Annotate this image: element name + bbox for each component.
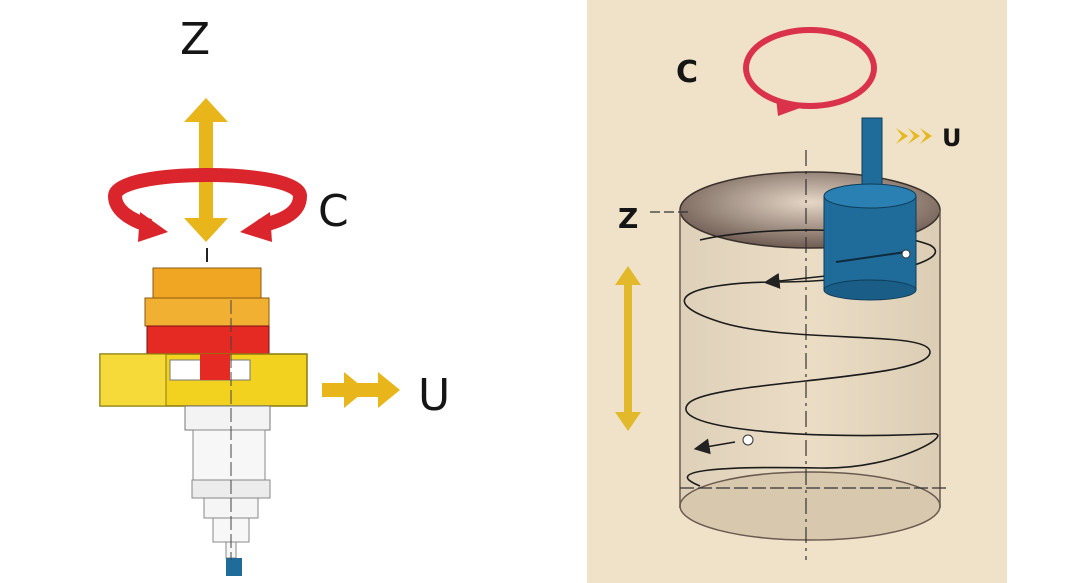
left-c-label: C [318, 186, 349, 237]
left-z-label: Z [180, 14, 210, 65]
right-c-label: C [676, 55, 698, 90]
right-u-label: U [942, 124, 962, 152]
left-c-rotation-arrow [107, 168, 307, 242]
left-u-arrows [322, 372, 400, 408]
right-panel: C U Z [587, 0, 1007, 583]
right-c-rotation-arrow [743, 27, 877, 116]
machine-head [99, 267, 308, 576]
right-z-label: Z [618, 202, 638, 235]
left-u-label: U [418, 370, 450, 421]
milling-tool [823, 117, 917, 301]
left-panel: Z C [99, 14, 450, 576]
right-z-axis-arrow [615, 266, 641, 431]
right-u-arrows [896, 128, 932, 144]
